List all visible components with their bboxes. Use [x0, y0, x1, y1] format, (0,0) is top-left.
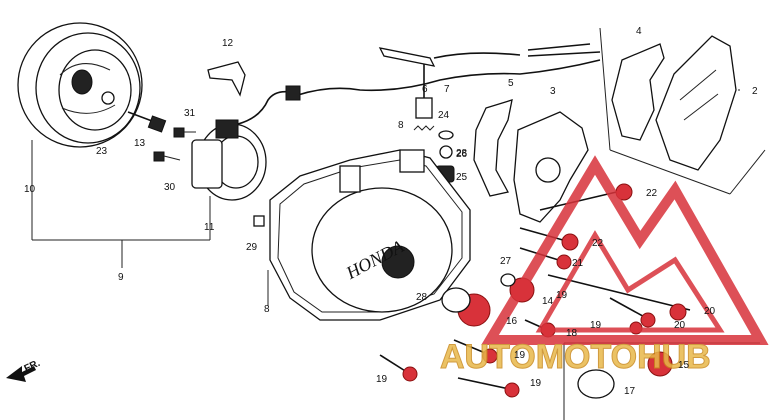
callout-19d: 19 — [530, 378, 542, 389]
callout-22a: 22 — [646, 188, 658, 199]
callout-28b: 28 — [416, 292, 428, 303]
nut-20a — [669, 303, 687, 321]
callout-10: 10 — [24, 184, 36, 195]
inset-caps — [563, 342, 760, 420]
callout-26: 26 — [456, 149, 468, 160]
callout-22b: 22 — [592, 238, 604, 249]
callout-3: 3 — [550, 86, 556, 97]
callout-16: 16 — [506, 316, 518, 327]
callout-29: 29 — [246, 242, 258, 253]
wire-clamp — [207, 61, 246, 97]
callout-31: 31 — [184, 108, 196, 119]
spring-8 — [413, 125, 435, 131]
callout-4: 4 — [636, 26, 642, 37]
callout-18: 18 — [566, 328, 578, 339]
watermark-text: AUTOMOTOHUB — [440, 338, 711, 376]
bolt-13 — [127, 111, 167, 133]
nut-19d — [504, 382, 520, 398]
callout-labels: 2 3 4 5 6 7 8 8 9 10 11 12 13 14 15 16 1… — [24, 26, 758, 397]
callout-28a: 28 — [456, 148, 468, 159]
callout-21: 21 — [572, 258, 584, 269]
callout-8b: 8 — [264, 304, 270, 315]
callout-8a: 8 — [398, 120, 404, 131]
callout-12: 12 — [222, 38, 234, 49]
callout-7: 7 — [444, 84, 450, 95]
callout-19b: 19 — [376, 374, 388, 385]
nut-21 — [556, 254, 572, 270]
callout-27: 27 — [500, 256, 512, 267]
leader-lines — [31, 89, 740, 306]
callout-20b: 20 — [674, 320, 686, 331]
callout-5: 5 — [508, 78, 514, 89]
flywheel-rotor — [17, 22, 143, 148]
bolt-31 — [173, 127, 196, 138]
callout-19a: 19 — [556, 290, 568, 301]
bolt-30 — [153, 151, 181, 162]
callout-11: 11 — [204, 222, 215, 233]
bracket-5 — [473, 99, 513, 197]
callout-13: 13 — [134, 138, 146, 149]
callout-14: 14 — [542, 296, 554, 307]
callout-9: 9 — [118, 272, 124, 283]
stator-assembly — [191, 59, 601, 201]
callout-23: 23 — [96, 146, 108, 157]
callout-19c: 19 — [514, 350, 526, 361]
washer-24 — [438, 130, 454, 140]
callout-25: 25 — [456, 172, 468, 183]
nut-19c — [482, 348, 498, 364]
callout-30: 30 — [164, 182, 176, 193]
nut-19b — [402, 366, 418, 382]
svg-text:FR.: FR. — [23, 358, 42, 375]
callout-2: 2 — [752, 86, 758, 97]
callout-15: 15 — [678, 360, 690, 371]
nut-20b — [640, 312, 656, 328]
sprocket-guard — [599, 27, 766, 195]
watermark: AUTOMOTOHUB — [440, 155, 769, 377]
o-ring-27 — [500, 273, 516, 287]
shift-rod — [378, 43, 601, 119]
o-ring-28 — [441, 287, 471, 313]
callout-17: 17 — [624, 386, 636, 397]
dowel-29 — [253, 215, 265, 227]
direction-arrow-icon: FR. — [6, 358, 42, 382]
callout-19e: 19 — [590, 320, 602, 331]
nut-22b — [561, 233, 579, 251]
washer-26 — [439, 145, 453, 159]
callout-6: 6 — [422, 84, 428, 95]
callout-24: 24 — [438, 110, 450, 121]
crankcase-cover: HONDA — [269, 149, 471, 321]
callout-20a: 20 — [704, 306, 716, 317]
